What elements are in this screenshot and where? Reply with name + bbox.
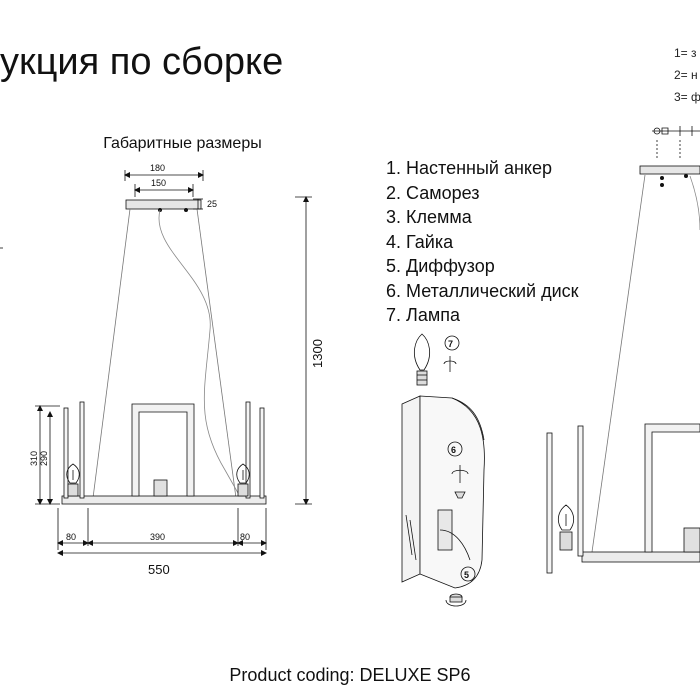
- legend-item-anchor: 1. Настенный анкер: [386, 158, 552, 178]
- legend-item-lamp: 7. Лампа: [386, 305, 460, 325]
- page-title: укция по сборке: [0, 41, 284, 83]
- wiring-note-2: 2= н: [674, 68, 698, 82]
- frame-base: [61, 495, 267, 505]
- dimension-drawing: [0, 170, 312, 556]
- fixture-right-view: [546, 126, 700, 574]
- wiring-note-3: 3= ф: [674, 90, 700, 104]
- dim-80-right: 80: [240, 532, 250, 542]
- lamp-right: [236, 463, 250, 497]
- shade-assembly: [401, 333, 485, 607]
- dim-550: 550: [148, 562, 170, 577]
- dim-390: 390: [150, 532, 165, 542]
- rotate-icon: [443, 356, 457, 372]
- callout-7: 7: [448, 339, 453, 349]
- legend-item-terminal: 3. Клемма: [386, 207, 472, 227]
- lamp-left: [66, 463, 80, 497]
- dim-180: 180: [150, 163, 165, 173]
- product-code: Product coding: DELUXE SP6: [229, 665, 471, 685]
- suspension-cable-left: [92, 208, 131, 499]
- suspension-cable-right: [196, 208, 237, 499]
- legend-item-nut: 4. Гайка: [386, 231, 454, 252]
- dim-310: 310: [29, 451, 39, 466]
- callout-5: 5: [464, 570, 469, 580]
- shade-panel-front: [401, 395, 421, 583]
- power-cord: [158, 209, 239, 494]
- parts-legend: 1. Настенный анкер 2. Саморез 3. Клемма …: [386, 156, 579, 328]
- legend-item-metal-disc: 6. Металлический диск: [386, 280, 579, 301]
- disc-rotate-icon: [451, 465, 469, 499]
- callout-6: 6: [451, 445, 456, 455]
- dim-25: 25: [207, 199, 217, 209]
- legend-item-diffuser: 5. Диффузор: [386, 256, 495, 276]
- nut-icon: [445, 593, 467, 607]
- canopy-plate: [125, 199, 202, 210]
- dim-290: 290: [39, 451, 49, 466]
- dim-1300: 1300: [310, 339, 325, 368]
- bulb-icon: [413, 333, 431, 386]
- dimensions-subtitle: Габаритные размеры: [103, 135, 262, 152]
- dim-150: 150: [151, 178, 166, 188]
- legend-item-screw: 2. Саморез: [386, 182, 480, 203]
- wiring-note-1: 1= з: [674, 46, 697, 60]
- dim-80-left: 80: [66, 532, 76, 542]
- canopy-right: [639, 165, 700, 175]
- lamp-right-view: [557, 504, 575, 551]
